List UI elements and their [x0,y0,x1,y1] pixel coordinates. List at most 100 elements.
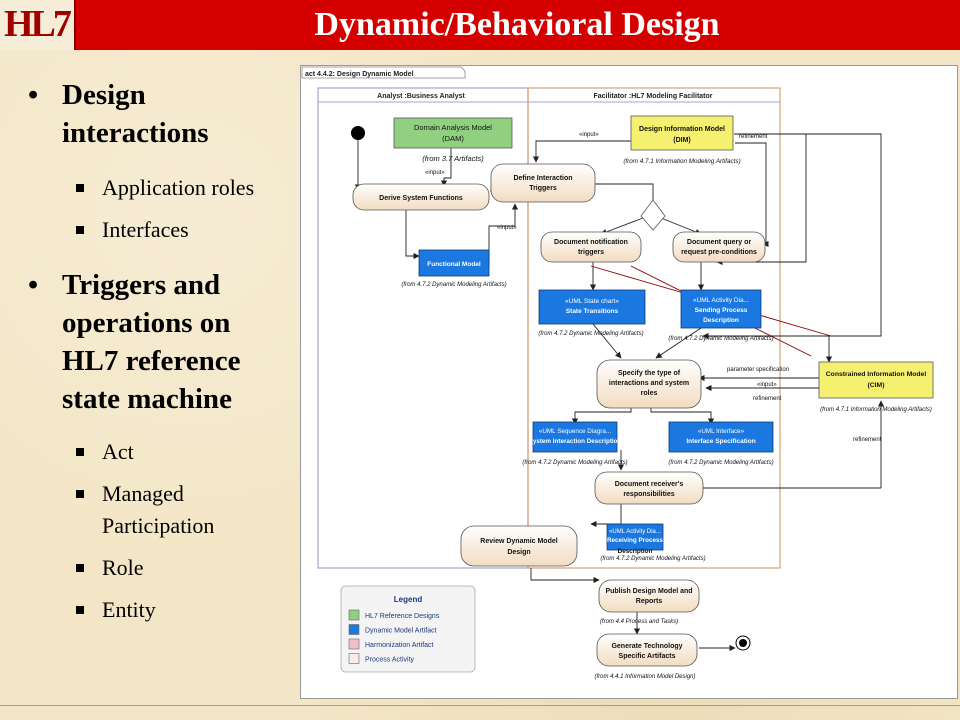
seq-from: (from 4.7.2 Dynamic Modeling Artifacts) [522,460,627,466]
legend-label: Process Activity [365,657,415,664]
edge-label-refinement: refinement [853,437,882,443]
frame-tab [301,66,466,79]
seq-line1: «UML Sequence Diagra... [539,428,611,435]
cim-line1: Constrained Information Model [826,371,927,378]
edge-label-input: «input» [425,170,445,176]
legend-title: Legend [394,595,423,604]
dim-line2: (DIM) [673,137,691,144]
review-dynamic-model-activity [460,525,578,567]
publish-design-model-activity [598,579,700,613]
square-bullet-icon [76,564,84,572]
bullet-triggers-operations: • Triggers and operations on HL7 referen… [22,266,312,418]
query-line1: Document query or [687,239,751,246]
functional-from: (from 4.7.2 Dynamic Modeling Artifacts) [401,282,506,288]
system-interaction-node [532,421,618,453]
square-bullet-icon [76,490,84,498]
legend-label: Harmonization Artifact [365,642,434,649]
square-bullet-icon [76,448,84,456]
functional-model-node [418,249,490,277]
sub-bullet-label: Role [102,555,144,580]
receiver-line2: responsibilities [623,491,674,498]
publish-line1: Publish Design Model and [605,588,692,595]
logo-text: HL7 [4,3,72,45]
bullet-dot-icon: • [28,79,39,111]
square-bullet-icon [76,184,84,192]
edge-label-refinement: refinement [739,134,768,140]
receiving-line3: Description [618,548,653,555]
legend-swatch [348,638,360,650]
lane-facilitator [527,87,781,569]
specify-line3: roles [641,390,658,397]
legend-label: HL7 Reference Designs [365,613,440,620]
define-line2: Triggers [529,185,557,192]
notif-line2: triggers [578,249,604,256]
document-query-activity [672,231,766,263]
hl7-logo: HL7 [0,0,76,50]
sub-bullet-role: Role [22,552,312,584]
publish-line2: Reports [636,598,663,605]
seq-line2: System Interaction Description [529,438,622,445]
review-line1: Review Dynamic Model [480,538,557,545]
publish-from: (from 4.4 Process and Tasks) [600,619,678,625]
derive-label: Derive System Functions [379,195,463,202]
bullet-line: state machine [62,383,232,415]
sub-bullet-entity: Entity [22,594,312,626]
query-line2: request pre-conditions [681,249,757,256]
generate-line1: Generate Technology [611,643,682,650]
bullet-line: interactions [62,117,209,149]
iface-from: (from 4.7.2 Dynamic Modeling Artifacts) [668,460,773,466]
sub-bullet-interfaces: Interfaces [22,214,312,246]
sending-process-node [680,289,762,329]
state-from: (from 4.7.2 Dynamic Modeling Artifacts) [538,331,643,337]
dim-node [630,115,734,151]
bullet-line: operations on [62,307,231,339]
lane-facilitator-label: Facilitator :HL7 Modeling Facilitator [593,93,712,100]
initial-node [351,126,365,140]
sub-bullet-label: Act [102,439,134,464]
edge-label-input: «input» [497,225,517,231]
bullet-list: • Design interactions Application roles … [22,76,312,636]
specify-line1: Specify the type of [618,370,681,377]
bullet-line: Triggers and [62,269,221,301]
slide-title: Dynamic/Behavioral Design [314,6,720,43]
receiving-process-node [606,523,664,551]
receiving-line2: Receiving Process [607,537,663,544]
document-notification-activity [540,231,642,263]
sub-bullet-managed-participation: Managed Participation [22,478,272,542]
define-triggers-activity [490,163,596,203]
sending-line1: «UML Activity Dia... [693,297,749,304]
iface-line1: «UML Interface» [698,428,745,435]
sub-bullet-act: Act [22,436,312,468]
decision-diamond [640,199,666,231]
define-line1: Define Interaction [513,175,572,182]
sub-bullet-label: Application roles [102,175,255,200]
specify-interactions-activity [596,359,702,409]
receiving-from: (from 4.7.2 Dynamic Modeling Artifacts) [600,556,705,562]
legend-swatch [348,609,360,621]
bullet-design-interactions: • Design interactions [22,76,312,152]
sub-bullet-label: Entity [102,597,156,622]
state-line2: State Transitions [566,308,619,315]
legend-label: Dynamic Model Artifact [365,628,437,635]
sending-line2: Sending Process [695,307,748,314]
sub-bullet-label: Interfaces [102,217,189,242]
lane-analyst-label: Analyst :Business Analyst [377,93,465,100]
interface-specification-node [668,421,774,453]
square-bullet-icon [76,226,84,234]
generate-line2: Specific Artifacts [619,653,676,660]
receiving-line1: «UML Activity Dia... [609,529,661,535]
bullet-dot-icon: • [28,269,39,301]
iface-line2: Interface Specification [686,438,755,445]
dam-from: (from 3.7 Artifacts) [422,154,484,163]
edge-label-input: «input» [757,382,777,388]
notif-line1: Document notification [554,239,628,246]
bullet-line: HL7 reference [62,345,241,377]
bottom-rule [0,705,960,706]
generate-artifacts-activity [596,633,698,667]
derive-system-functions-activity [352,183,490,211]
review-line2: Design [507,549,530,556]
dim-line1: Design Information Model [639,126,725,133]
legend-box [340,585,476,673]
cim-from: (from 4.7.1 Information Modeling Artifac… [820,407,932,413]
